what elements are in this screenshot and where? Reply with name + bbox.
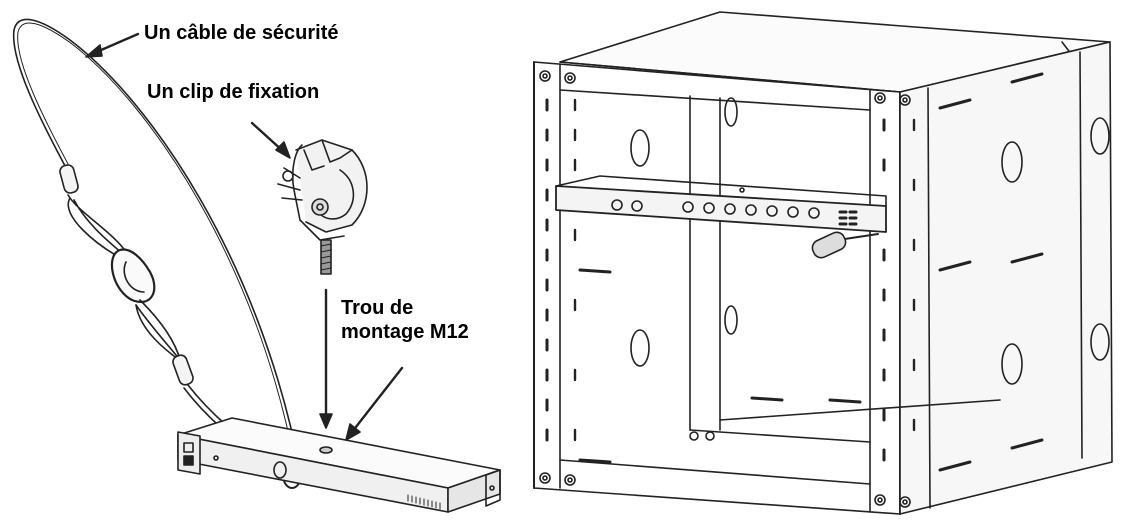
cable-pointer-arrow bbox=[85, 32, 140, 58]
screwdriver bbox=[811, 231, 879, 259]
rack-unit-connectors bbox=[611, 199, 858, 226]
clip-to-hole-arrow bbox=[319, 288, 333, 429]
rack-cabinet-illustration bbox=[533, 11, 1113, 515]
mounting-clip-label: Un clip de fixation bbox=[147, 81, 320, 103]
mounting-clip-illustration bbox=[250, 121, 368, 275]
hole-pointer-arrow bbox=[345, 366, 404, 441]
mounting-hole-label: Trou de montage M12 bbox=[341, 296, 469, 344]
mounting-hole-label-line1: Trou de bbox=[341, 297, 414, 319]
safety-cable-label: Un câble de sécurité bbox=[144, 22, 339, 44]
device-1u-illustration bbox=[177, 417, 501, 513]
mounting-hole-label-line2: montage M12 bbox=[341, 321, 469, 343]
